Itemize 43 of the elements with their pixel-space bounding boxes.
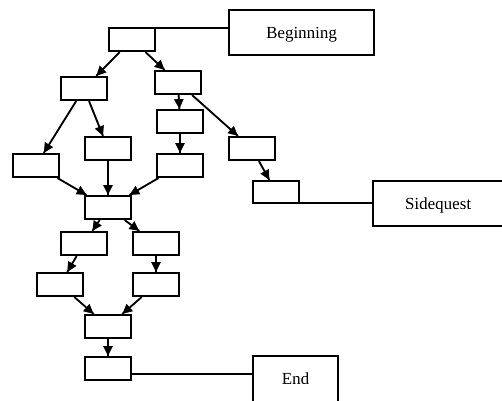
arrow xyxy=(174,94,184,110)
arrow xyxy=(258,160,270,180)
process-box xyxy=(84,195,132,220)
label-box xyxy=(252,355,339,401)
process-box xyxy=(60,76,108,101)
process-box xyxy=(36,272,84,297)
arrow xyxy=(175,134,185,153)
box-label: Sidequest xyxy=(404,194,472,214)
process-box xyxy=(84,314,132,339)
process-box xyxy=(156,109,204,134)
process-box xyxy=(84,356,132,381)
process-box xyxy=(12,153,60,178)
connector-line xyxy=(156,27,228,29)
box-label: End xyxy=(282,369,310,389)
process-box xyxy=(228,136,276,161)
process-box xyxy=(60,231,108,256)
connector-line xyxy=(132,373,252,375)
process-box xyxy=(252,180,300,204)
arrow xyxy=(103,339,113,356)
arrow xyxy=(56,177,88,196)
process-box xyxy=(132,231,180,256)
arrow xyxy=(128,177,160,196)
process-box xyxy=(84,136,132,161)
connector-line xyxy=(300,202,372,204)
process-box xyxy=(108,27,156,52)
box-label: Beginning xyxy=(266,22,337,42)
arrow xyxy=(151,256,161,272)
arrow xyxy=(96,51,120,77)
label-box xyxy=(228,9,375,56)
arrow xyxy=(144,51,166,71)
arrow xyxy=(74,296,94,315)
process-box xyxy=(132,272,180,297)
arrow xyxy=(122,296,142,315)
process-box xyxy=(156,153,204,178)
process-box xyxy=(154,70,202,95)
arrow xyxy=(88,100,104,136)
arrow xyxy=(124,219,140,232)
arrow xyxy=(191,94,239,137)
arrow xyxy=(42,100,78,154)
arrow xyxy=(66,256,78,272)
arrow xyxy=(103,161,113,195)
arrow xyxy=(92,219,102,232)
label-box xyxy=(372,180,502,227)
